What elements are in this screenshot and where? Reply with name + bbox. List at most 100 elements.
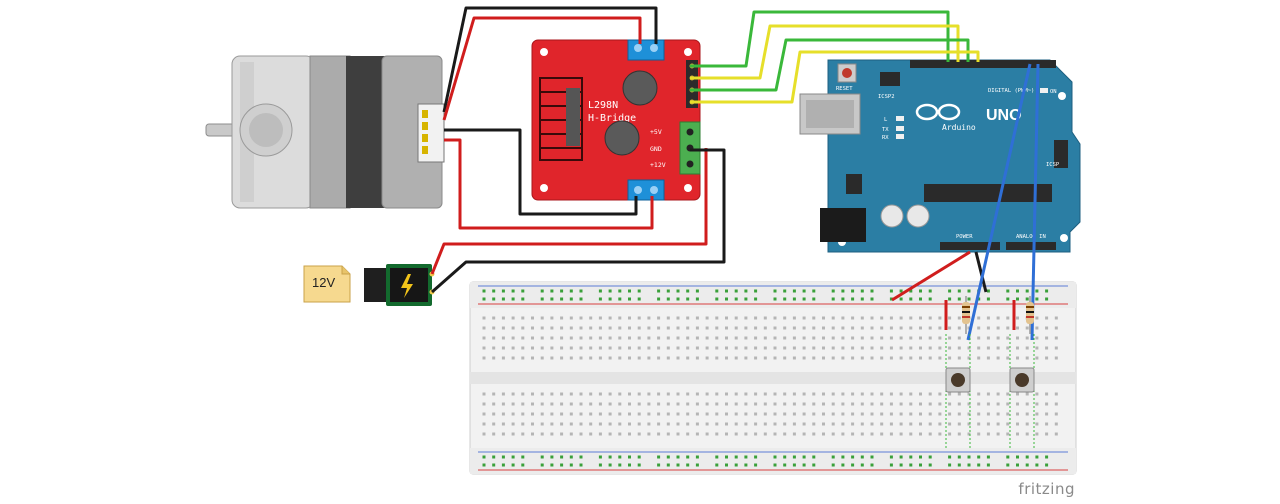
breadboard-rail-hole xyxy=(812,455,816,459)
breadboard-rail-hole xyxy=(1025,297,1029,301)
breadboard-hole xyxy=(919,326,922,330)
breadboard-hole xyxy=(986,402,990,406)
breadboard-hole xyxy=(870,346,874,350)
breadboard-hole xyxy=(1025,432,1029,436)
breadboard-hole xyxy=(957,326,961,330)
breadboard-hole xyxy=(1045,412,1049,416)
breadboard-hole xyxy=(860,422,864,426)
breadboard-hole xyxy=(851,356,855,360)
breadboard-hole xyxy=(618,356,622,360)
breadboard-hole xyxy=(569,336,573,340)
breadboard-hole xyxy=(1045,346,1049,350)
breadboard-hole xyxy=(938,422,942,426)
breadboard-hole xyxy=(996,326,1000,330)
breadboard-hole xyxy=(822,336,825,340)
breadboard-hole xyxy=(521,326,525,330)
breadboard-rail-hole xyxy=(860,289,864,293)
breadboard-hole xyxy=(889,336,893,340)
breadboard-hole xyxy=(550,412,554,416)
breadboard-hole xyxy=(482,422,486,426)
breadboard-hole xyxy=(676,402,680,406)
breadboard-hole xyxy=(492,316,496,320)
breadboard-hole xyxy=(579,412,583,416)
breadboard-rail-hole xyxy=(841,289,845,293)
breadboard-hole xyxy=(686,412,690,416)
breadboard-hole xyxy=(501,432,505,436)
breadboard-hole xyxy=(734,346,738,350)
breadboard-hole xyxy=(1025,326,1029,330)
breadboard-hole xyxy=(569,402,573,406)
breadboard-hole xyxy=(919,422,922,426)
breadboard-hole xyxy=(1035,402,1039,406)
breadboard-hole xyxy=(560,356,564,360)
breadboard-hole xyxy=(919,356,922,360)
breadboard-hole xyxy=(540,336,544,340)
breadboard-rail-hole xyxy=(637,297,641,301)
breadboard-hole xyxy=(860,346,864,350)
breadboard-rail-hole xyxy=(783,455,787,459)
breadboard-hole xyxy=(977,412,981,416)
breadboard-rail-hole xyxy=(657,463,661,467)
breadboard-hole xyxy=(715,356,719,360)
breadboard-hole xyxy=(608,346,612,350)
breadboard-hole xyxy=(676,346,680,350)
breadboard-rail-hole xyxy=(948,455,952,459)
breadboard-hole xyxy=(666,336,670,340)
breadboard-rail-hole xyxy=(657,455,661,459)
breadboard-hole xyxy=(870,392,874,396)
breadboard-hole xyxy=(618,346,622,350)
breadboard-hole xyxy=(1006,346,1010,350)
breadboard-hole xyxy=(967,356,971,360)
breadboard-rail-hole xyxy=(686,289,690,293)
breadboard-hole xyxy=(501,422,505,426)
breadboard-hole xyxy=(909,346,913,350)
wire-gnd-breadboard xyxy=(974,251,988,293)
breadboard-rail-hole xyxy=(734,455,738,459)
breadboard-hole xyxy=(744,412,748,416)
breadboard-hole xyxy=(880,356,884,360)
breadboard-hole xyxy=(637,346,641,350)
breadboard-hole xyxy=(589,402,593,406)
breadboard-rail-hole xyxy=(569,455,573,459)
breadboard-hole xyxy=(754,392,758,396)
breadboard-rail-hole xyxy=(560,463,564,467)
breadboard-hole xyxy=(977,402,981,406)
breadboard-hole xyxy=(482,432,486,436)
breadboard-hole xyxy=(986,316,990,320)
breadboard-hole xyxy=(579,346,583,350)
breadboard-hole xyxy=(511,422,515,426)
pushbutton-1[interactable] xyxy=(945,367,971,393)
pushbutton-2[interactable] xyxy=(1009,367,1035,393)
breadboard-hole xyxy=(754,412,758,416)
breadboard-hole xyxy=(899,356,903,360)
breadboard-hole xyxy=(802,326,806,330)
breadboard-hole xyxy=(880,392,884,396)
breadboard-hole xyxy=(928,412,932,416)
breadboard-hole xyxy=(560,422,564,426)
breadboard-hole xyxy=(511,412,515,416)
breadboard-rail-hole xyxy=(977,463,981,467)
breadboard-hole xyxy=(501,356,505,360)
breadboard-hole xyxy=(569,346,573,350)
breadboard-rail-hole xyxy=(511,297,515,301)
breadboard-rail-hole xyxy=(744,463,748,467)
breadboard-rail-hole xyxy=(851,463,855,467)
breadboard-hole xyxy=(754,402,758,406)
breadboard-hole xyxy=(1006,336,1010,340)
breadboard-hole xyxy=(725,326,728,330)
breadboard-hole xyxy=(792,392,796,396)
breadboard-rail-hole xyxy=(676,297,680,301)
breadboard-rail-hole xyxy=(967,297,971,301)
breadboard-rail-hole xyxy=(792,455,796,459)
breadboard-hole xyxy=(725,356,728,360)
breadboard-hole xyxy=(540,356,544,360)
breadboard-rail-hole xyxy=(919,297,922,301)
breadboard-hole xyxy=(1035,422,1039,426)
breadboard-rail-hole xyxy=(928,455,932,459)
breadboard-hole xyxy=(1006,316,1010,320)
breadboard-rail-hole xyxy=(501,289,505,293)
breadboard-rail-hole xyxy=(501,297,505,301)
breadboard-hole xyxy=(598,316,602,320)
breadboard-rail-hole xyxy=(657,297,661,301)
breadboard-rail-hole xyxy=(744,455,748,459)
